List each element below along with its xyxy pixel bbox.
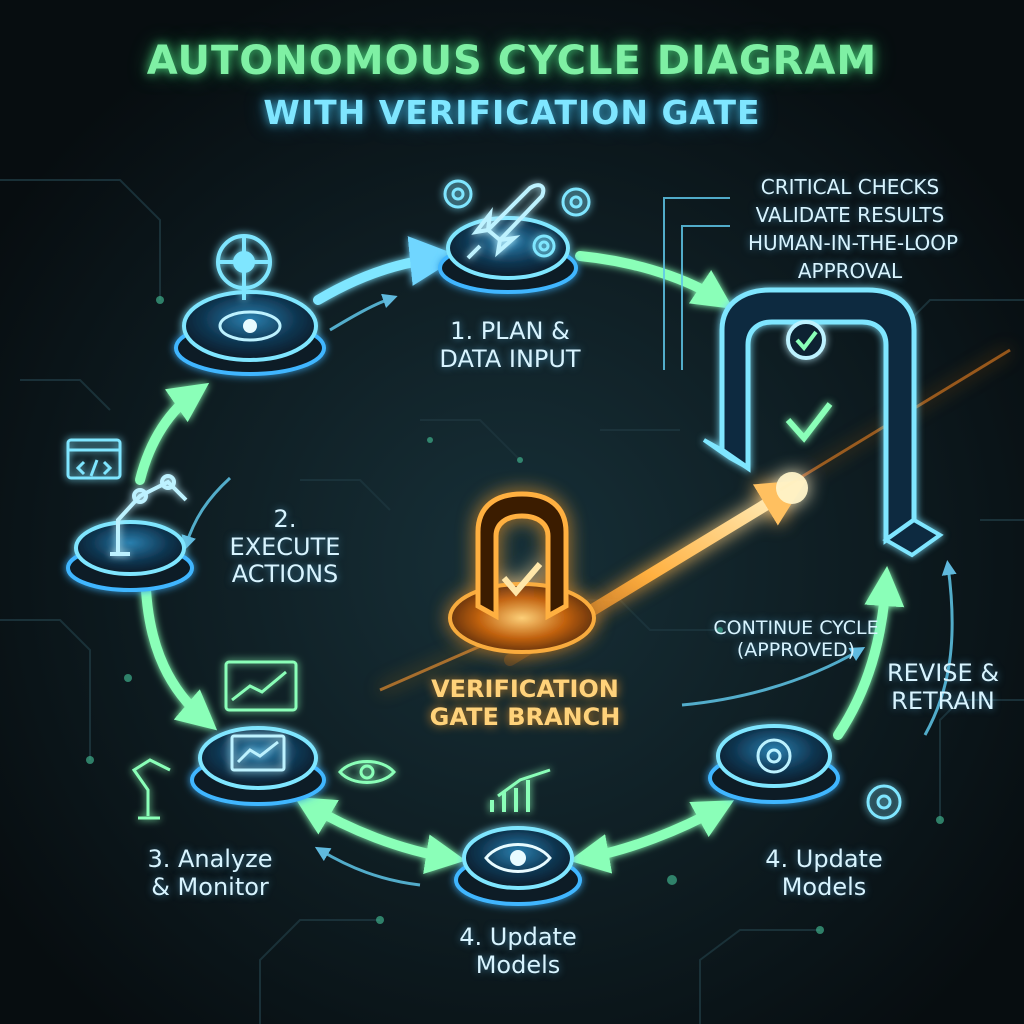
step-plan-label: 1. PLAN & DATA INPUT <box>439 317 581 373</box>
step-update-right-label: 4. Update Models <box>765 845 883 901</box>
node-update-bottom[interactable] <box>454 826 582 906</box>
step-update-bottom-label: 4. Update Models <box>459 923 577 979</box>
gear-icon <box>443 179 591 258</box>
gate-note-human-in-loop: HUMAN-IN-THE-LOOP <box>747 231 959 255</box>
node-analyze[interactable] <box>190 726 326 806</box>
code-window-icon <box>66 438 122 480</box>
step-analyze-label: 3. Analyze & Monitor <box>147 845 273 901</box>
gate-callout-lines <box>663 197 730 370</box>
gate-note-validate-results: VALIDATE RESULTS <box>755 203 945 227</box>
revise-retrain-label: REVISE & RETRAIN <box>886 659 1000 715</box>
arrow-node1-to-plan <box>313 236 460 305</box>
arrow-plan-to-gate <box>575 251 734 309</box>
node-top-left[interactable] <box>174 290 326 376</box>
arrow-execute-to-analyze <box>141 585 218 731</box>
arrow-execute-to-node1 <box>135 382 210 485</box>
arrow-analyze-bottom <box>294 796 466 874</box>
chart-monitor-icon <box>224 660 298 772</box>
gate-note-critical-checks: CRITICAL CHECKS <box>760 175 940 199</box>
rocket-icon <box>466 183 546 260</box>
brain-icon <box>216 234 272 300</box>
robot-arm-icon <box>110 474 188 556</box>
continue-cycle-label: CONTINUE CYCLE (APPROVED) <box>713 617 879 661</box>
gate-note-approval: APPROVAL <box>797 259 903 283</box>
thin-arrows <box>181 293 957 887</box>
node-update-right[interactable] <box>708 724 840 804</box>
small-robot-arm-icon <box>131 758 171 820</box>
circuit-dots <box>86 296 944 934</box>
circuit-traces <box>0 179 1024 1024</box>
arrow-bottom-right <box>569 800 735 874</box>
verification-branch-label: VERIFICATION GATE BRANCH <box>429 675 621 731</box>
gear-icon-right <box>866 784 902 820</box>
cycle-arrows <box>135 236 905 874</box>
eye-icon <box>338 760 396 784</box>
step-execute-label: 2. EXECUTE ACTIONS <box>229 505 341 589</box>
diagram-subtitle: WITH VERIFICATION GATE <box>263 93 761 132</box>
verification-gate-branch[interactable] <box>448 491 596 654</box>
diagram-title: AUTONOMOUS CYCLE DIAGRAM <box>146 38 878 84</box>
verification-gate-arch[interactable] <box>702 287 944 558</box>
bar-chart-icon <box>490 768 551 812</box>
node-execute[interactable] <box>66 520 194 592</box>
arrow-right-to-gate <box>833 566 905 740</box>
